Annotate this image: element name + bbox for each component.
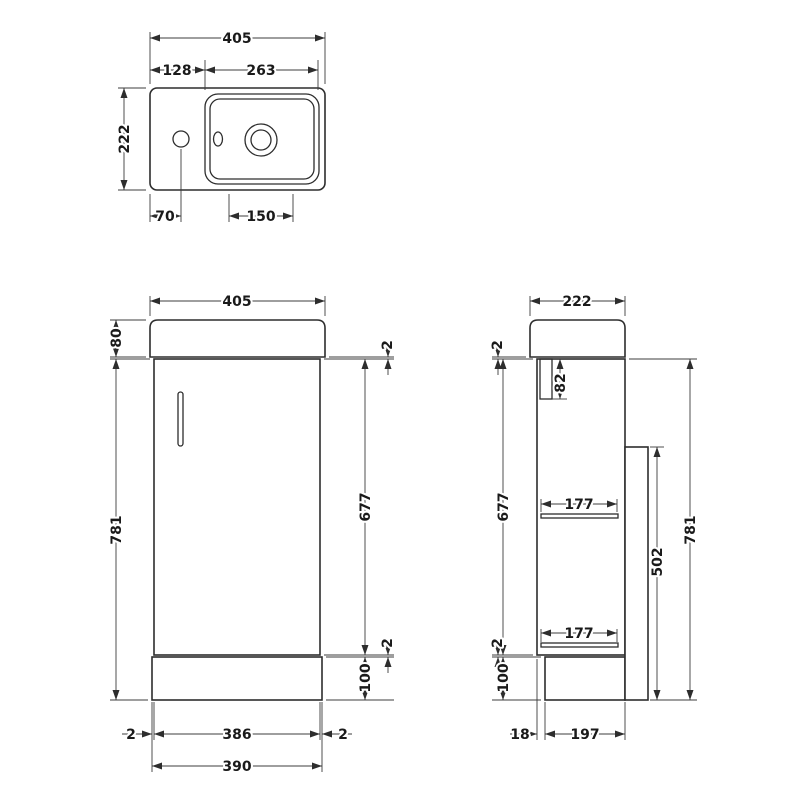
shelf-lower	[540, 642, 619, 648]
shelf-upper	[540, 513, 619, 519]
plan-geometry	[149, 87, 326, 191]
dim-side-top-gap: 2	[490, 340, 506, 350]
basin-side	[529, 319, 626, 358]
plan-dimensions: 405 128 263 222 70 150	[115, 29, 326, 227]
basin-outline-plan	[149, 87, 326, 191]
dim-plan-bowl-width: 263	[246, 63, 275, 79]
back-panel	[624, 446, 649, 701]
dim-side-plinth-height: 100	[496, 663, 512, 692]
waste-drain-outer	[244, 123, 278, 157]
side-dimensions: 222 2 82 677 2 100 177 177 502 781 18 19…	[488, 292, 701, 745]
bowl-underhang	[539, 358, 553, 400]
plinth-side	[544, 656, 626, 701]
dim-front-plinth-height: 100	[358, 663, 374, 692]
front-geometry	[149, 319, 326, 701]
plan-view: 405 128 263 222 70 150	[115, 29, 326, 227]
dim-front-right-gap: 2	[338, 727, 348, 743]
dim-front-door-height: 677	[358, 492, 374, 521]
dim-side-bottom-gap: 2	[490, 638, 506, 648]
dim-plan-overall-depth: 222	[117, 124, 133, 153]
waste-drain-inner	[250, 129, 272, 151]
plinth-front	[151, 656, 323, 701]
dim-front-unit-height: 781	[109, 515, 125, 544]
dim-side-plinth-recess: 18	[510, 727, 529, 743]
front-view: 405 80 781 677 100 2 2 2 386 2 390	[107, 292, 398, 777]
dim-front-door-width: 386	[222, 727, 251, 743]
dim-plan-deck-width: 128	[162, 63, 191, 79]
dim-front-bottom-gap: 2	[380, 638, 396, 648]
dim-front-top-gap: 2	[380, 340, 396, 350]
dim-plan-overall-width: 405	[222, 31, 251, 47]
bowl-outer-rim	[204, 93, 320, 185]
dim-front-plinth-width: 390	[222, 759, 251, 775]
bowl-inner-rim	[209, 98, 315, 180]
front-dimensions: 405 80 781 677 100 2 2 2 386 2 390	[107, 292, 398, 777]
dim-front-basin-height: 80	[109, 328, 125, 348]
dim-side-shelf-depth-lower: 177	[564, 626, 593, 642]
dim-plan-tap-offset: 70	[155, 209, 175, 225]
door-handle	[177, 391, 184, 447]
dim-side-shelf-depth-upper: 177	[564, 497, 593, 513]
basin-front	[149, 319, 326, 358]
dim-side-door-height: 677	[496, 492, 512, 521]
dim-front-overall-width: 405	[222, 294, 251, 310]
dim-side-plinth-depth: 197	[570, 727, 599, 743]
cabinet-door-front	[153, 358, 321, 656]
dim-front-left-gap: 2	[126, 727, 136, 743]
tap-hole	[172, 130, 190, 148]
dim-plan-waste-width: 150	[246, 209, 275, 225]
overflow-slot	[212, 131, 224, 147]
dim-side-basin-depth: 82	[553, 373, 569, 392]
dim-side-back-panel-height: 502	[650, 547, 666, 576]
dim-side-overall-depth: 222	[562, 294, 591, 310]
dim-side-unit-height: 781	[683, 515, 699, 544]
side-view: 222 2 82 677 2 100 177 177 502 781 18 19…	[488, 292, 701, 745]
